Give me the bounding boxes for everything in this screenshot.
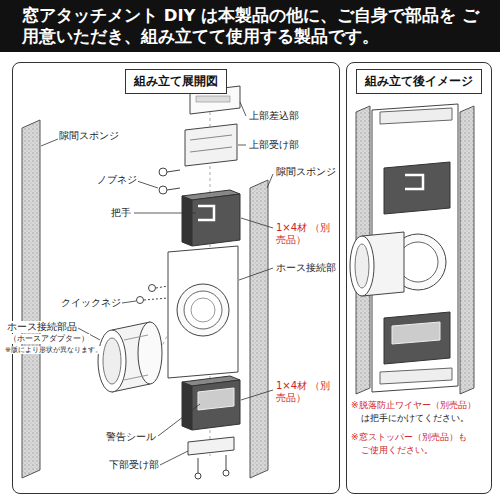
- upper-receiver-part: [185, 124, 237, 166]
- lower-receiver-part: [188, 437, 234, 455]
- part-label: （ホースアダプター）: [8, 334, 90, 344]
- part-label: 下部受け部: [108, 459, 160, 471]
- knob-screw: [159, 168, 180, 194]
- part-label: ※版により形状が異なります。: [4, 346, 103, 354]
- handle: [198, 206, 214, 220]
- leader-line: [41, 102, 273, 465]
- quick-screw: [137, 285, 169, 304]
- screw: [195, 455, 229, 479]
- view-panel: 組み立て後イメージ: [346, 62, 492, 494]
- part-label: 把手: [110, 207, 132, 219]
- part-label: 警告シール: [105, 431, 157, 443]
- part-label: 1×4材 （別売品）: [275, 222, 333, 246]
- wood-1x4: [182, 376, 240, 430]
- gap-sponge: [250, 180, 268, 478]
- gap-sponge: [22, 120, 40, 478]
- warning-sticker: [198, 388, 234, 410]
- part-label: 隙間スポンジ: [275, 166, 337, 178]
- title-text: 窓アタッチメント DIY は本製品の他に、ご自身で部品を ご用意いただき、組み立…: [22, 5, 482, 47]
- view-panel: 組み立て展開図: [12, 62, 340, 494]
- panel-heading: 組み立て展開図: [125, 69, 227, 94]
- hose-adapter: [98, 322, 162, 392]
- note-text: は把手にかけてください。: [360, 413, 470, 424]
- part-label: ホース接続部: [275, 262, 337, 274]
- hose-connection-part: [168, 246, 238, 378]
- part-label: 隙間スポンジ: [58, 130, 120, 142]
- part-label: ホース接続部品: [6, 321, 78, 333]
- wood-1x4: [182, 190, 240, 246]
- part-label: クイックネジ: [60, 297, 122, 309]
- part-label: 上部差込部: [248, 110, 300, 122]
- panel-heading: 組み立て後イメージ: [356, 69, 482, 94]
- title-bar: 窓アタッチメント DIY は本製品の他に、ご自身で部品を ご用意いただき、組み立…: [0, 0, 500, 52]
- part-label: 1×4材 （別売品）: [275, 380, 333, 404]
- part-label: ノブネジ: [96, 174, 138, 186]
- part-label: 上部受け部: [248, 139, 300, 151]
- note-text: ※窓ストッパー（別売品）も: [350, 432, 468, 443]
- note-text: ご使用ください。: [360, 445, 434, 456]
- assembled-illustration: [350, 104, 474, 394]
- note-text: ※脱落防止ワイヤー（別売品）: [350, 400, 477, 411]
